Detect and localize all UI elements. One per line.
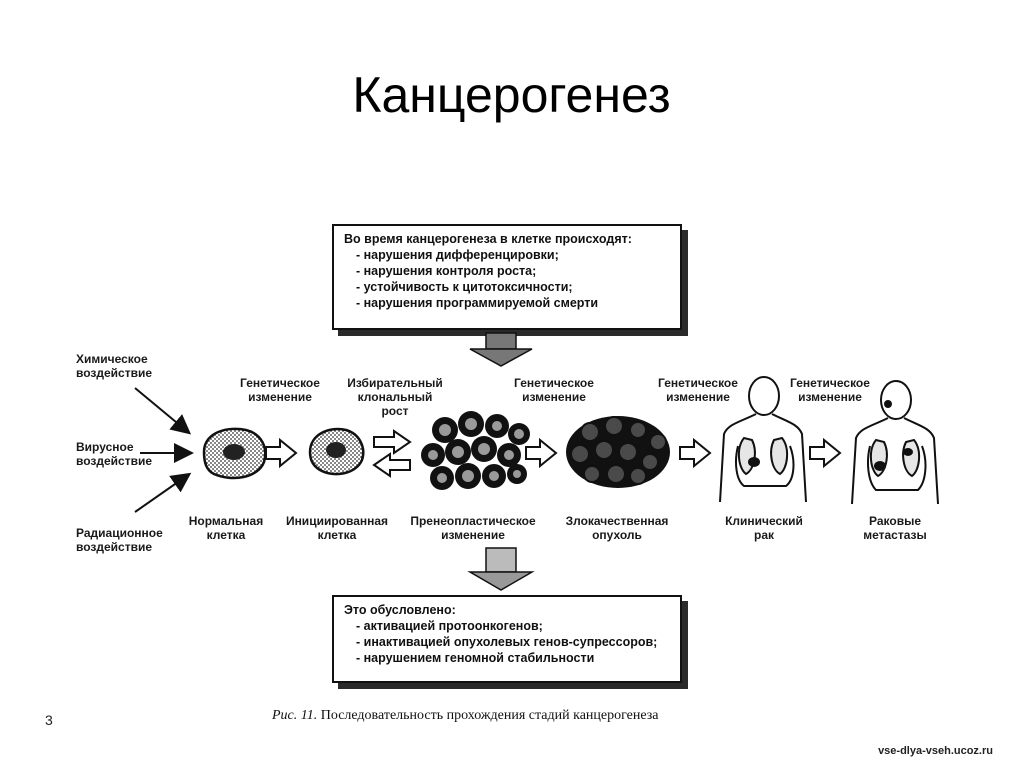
top-info-box: Во время канцерогенеза в клетке происход… [332, 224, 682, 330]
forward-arrow-icon [373, 429, 412, 455]
initiated-cell-icon [308, 427, 365, 476]
malignant-tumor-icon [566, 416, 670, 488]
list-item: - нарушением геномной стабильности [356, 651, 595, 665]
preneoplastic-cluster-icon [421, 411, 530, 490]
hollow-arrow-icon [679, 437, 712, 469]
list-item: - нарушения контроля роста; [356, 264, 537, 278]
figure-number: Рис. 11. [272, 708, 318, 723]
hollow-arrow-icon [525, 437, 558, 469]
list-item: - активацией протоонкогенов; [356, 619, 543, 633]
list-item: - нарушения программируемой смерти [356, 296, 599, 310]
watermark: vse-dlya-vseh.ucoz.ru [878, 745, 993, 757]
down-arrow-bottom [467, 547, 535, 591]
normal-cell-icon [202, 427, 267, 480]
hollow-arrow-icon [265, 437, 298, 469]
metastases-body-icon [851, 380, 939, 505]
slide-title: Канцерогенез [352, 67, 671, 123]
chemical-arrow [134, 387, 192, 435]
list-item: - инактивацией опухолевых генов-супрессо… [356, 635, 658, 649]
list-item: - нарушения дифференцировки; [356, 248, 559, 262]
clinical-cancer-body-icon [719, 376, 807, 503]
backward-arrow-icon [372, 452, 411, 478]
top-box-header: Во время канцерогенеза в клетке происход… [344, 232, 632, 246]
bottom-box-header: Это обусловлено: [344, 603, 456, 617]
bottom-box-list: - активацией протоонкогенов; - инактивац… [344, 618, 670, 666]
figure-caption-text: Последовательность прохождения стадий ка… [317, 708, 659, 723]
figure-caption: Рис. 11. Последовательность прохождения … [272, 708, 659, 724]
down-arrow-top [469, 332, 533, 367]
top-box-list: - нарушения дифференцировки; - нарушения… [344, 247, 670, 311]
edge-mark: 3 [45, 712, 53, 728]
list-item: - устойчивость к цитотоксичности; [356, 280, 573, 294]
radiation-arrow [134, 472, 192, 513]
bottom-info-box: Это обусловлено: - активацией протоонког… [332, 595, 682, 683]
hollow-arrow-icon [809, 437, 842, 469]
